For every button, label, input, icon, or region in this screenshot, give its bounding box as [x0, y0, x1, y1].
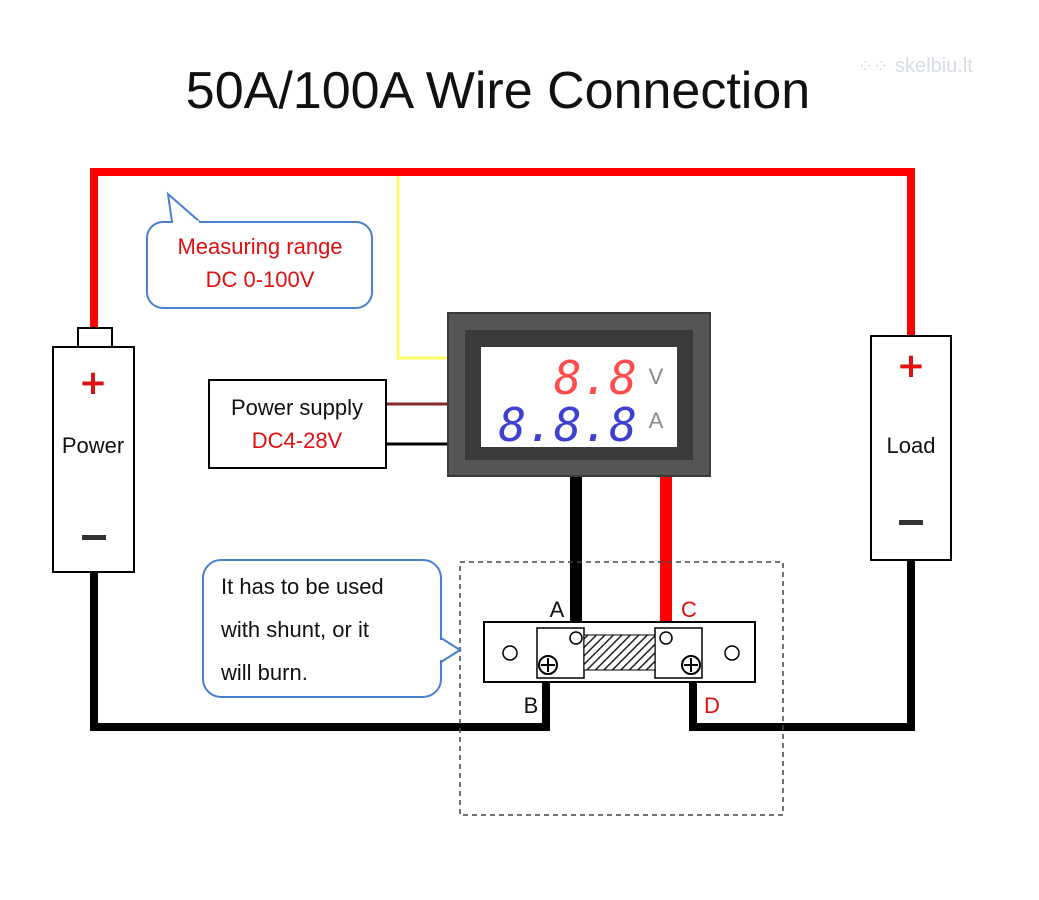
shunt-warning-line2: with shunt, or it: [220, 617, 369, 642]
shunt-warning-line3: will burn.: [220, 660, 308, 685]
negative-wire-power-to-b: [90, 572, 550, 731]
load-plus-sign: +: [897, 346, 926, 386]
terminal-b-screw-icon: [538, 655, 558, 675]
terminal-a-label: A: [550, 597, 565, 622]
load-minus-sign: [899, 520, 923, 525]
load-label: Load: [887, 433, 936, 458]
watermark: skelbiu.lt: [895, 55, 973, 77]
diagram-title: 50A/100A Wire Connection: [186, 62, 810, 120]
watermark-dots-icon: ⁘⁘: [858, 56, 888, 77]
volt-amp-meter: 8.8 V 8.8.8 A: [447, 312, 711, 477]
measuring-range-line2: DC 0-100V: [206, 267, 315, 292]
positive-wire-top: [90, 168, 915, 336]
current-digits: 8.8.8: [499, 398, 637, 452]
power-supply-line2: DC4-28V: [252, 428, 343, 453]
terminal-d-screw-icon: [681, 655, 701, 675]
power-label: Power: [62, 433, 124, 458]
shunt-mount-hole-right: [724, 645, 740, 661]
shunt-warning-line1: It has to be used: [221, 574, 384, 599]
current-unit: A: [649, 408, 664, 433]
terminal-a-screw-icon: [569, 631, 583, 645]
voltage-unit: V: [649, 364, 664, 389]
power-supply-line1: Power supply: [231, 395, 363, 420]
power-battery: + Power: [52, 327, 135, 573]
voltage-sense-wire: [396, 176, 448, 360]
power-minus-sign: [82, 535, 106, 540]
measuring-range-line1: Measuring range: [177, 234, 342, 259]
shunt-resistor: [483, 621, 756, 683]
voltage-digits: 8.8: [554, 351, 637, 405]
measuring-range-callout: Measuring range DC 0-100V: [146, 191, 373, 309]
negative-wire-d-to-load: [689, 560, 915, 731]
shunt-mount-hole-left: [502, 645, 518, 661]
terminal-d-label: D: [704, 693, 720, 718]
terminal-c-label: C: [681, 597, 697, 622]
load-box: + Load: [870, 335, 952, 561]
terminal-b-label: B: [524, 693, 539, 718]
shunt-element: [583, 634, 656, 671]
shunt-area: [459, 561, 784, 816]
terminal-c-screw-icon: [659, 631, 673, 645]
power-plus-sign: +: [79, 363, 108, 403]
shunt-warning-callout: It has to be used with shunt, or it will…: [202, 559, 462, 698]
power-supply-box: Power supply DC4-28V: [208, 379, 387, 469]
